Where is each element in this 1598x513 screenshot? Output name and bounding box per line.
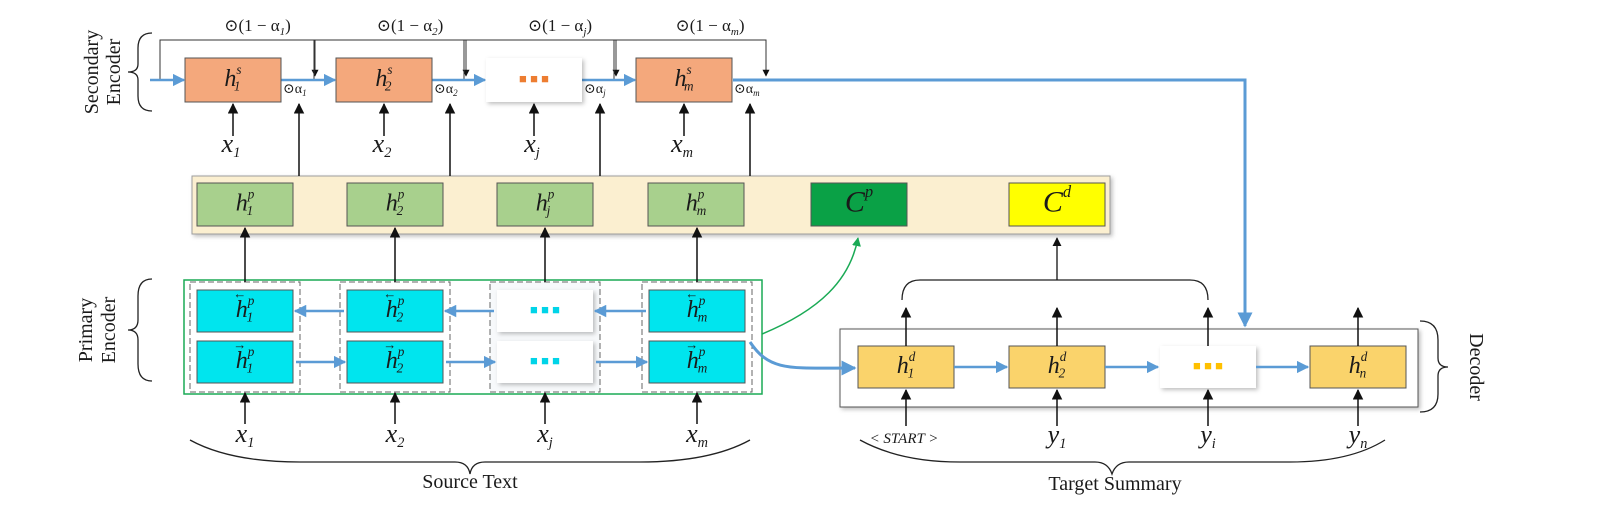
decoder-start-token: < START > [870, 431, 939, 447]
gate-complement-label: ⊙(1 − αj) [528, 16, 592, 38]
primary-state-1 [196, 182, 294, 227]
backward-cell-1 [196, 289, 294, 333]
direction-arrow-accent: ← [685, 286, 698, 301]
direction-arrow-accent: → [383, 337, 396, 352]
bilstm-ellipsis: ■ ■ ■ [530, 353, 560, 368]
decoder-label: Decoder [1419, 320, 1487, 413]
decoder-input-label: yi [1197, 420, 1216, 452]
gate-alpha-label: ⊙α2 [434, 82, 458, 98]
backward-cell-m [648, 289, 746, 333]
primary-input-label: xj [536, 419, 553, 451]
target-summary-brace [859, 439, 1386, 477]
primary-encoder-label-line1: Primary [75, 298, 97, 362]
backward-cell-2 [346, 289, 444, 333]
arrow-encoder-to-decoder [748, 341, 857, 376]
gate-complement-label: ⊙(1 − α2) [377, 16, 444, 38]
bilstm-ellipsis-cell [497, 341, 593, 383]
decoder-brace [1419, 320, 1449, 413]
gate-bypass-lines [159, 39, 770, 80]
decoder-ellipsis: ■ ■ ■ [1193, 358, 1223, 373]
arrow-to-primary-context [761, 237, 861, 335]
decoder-input-label: yn [1346, 420, 1368, 452]
secondary-cell-1 [184, 57, 282, 103]
forward-cell-m [648, 340, 746, 384]
decoder-input-label: y1 [1045, 420, 1067, 452]
bilstm-ellipsis-cell [497, 290, 593, 332]
secondary-input-label: xj [523, 129, 540, 161]
secondary-encoder-label: Secondary Encoder [81, 30, 153, 114]
decoder-ellipsis-cell [1160, 346, 1256, 388]
secondary-input-label: x1 [221, 129, 241, 161]
arrow-secondary-to-decoder [733, 78, 1253, 328]
source-text-caption: Source Text [422, 471, 518, 493]
secondary-ellipsis: ■ ■ ■ [519, 71, 549, 86]
primary-encoder-label: Primary Encoder [75, 278, 153, 382]
primary-input-label: x1 [235, 419, 255, 451]
primary-encoder-brace [127, 278, 153, 382]
direction-arrow-accent: → [233, 337, 246, 352]
gate-complement-label: ⊙(1 − αm) [675, 16, 744, 38]
decoder-label-text: Decoder [1465, 333, 1487, 401]
gate-complement-label: ⊙(1 − α1) [224, 16, 291, 38]
gate-bypass-line [613, 39, 770, 80]
context-p [810, 182, 908, 227]
target-summary-caption: Target Summary [1048, 473, 1181, 495]
secondary-cell-2 [335, 57, 433, 103]
context-label: Cp [845, 182, 873, 219]
forward-cell-2 [346, 340, 444, 384]
gate-alpha-label: ⊙α1 [283, 82, 307, 98]
gate-bypass-line [313, 39, 470, 80]
gate-bypass-line [159, 39, 319, 80]
secondary-encoder-label-line2: Encoder [103, 38, 125, 105]
secondary-input-label: xm [670, 129, 693, 161]
direction-arrow-accent: → [685, 337, 698, 352]
context-d [1008, 182, 1106, 227]
primary-state-m [647, 182, 745, 227]
primary-encoder-frame [183, 279, 763, 395]
direction-arrow-accent: ← [383, 286, 396, 301]
primary-state-j [496, 182, 594, 227]
primary-state-2 [346, 182, 444, 227]
secondary-input-label: x2 [372, 129, 392, 161]
decoder-cell-n [1309, 345, 1407, 389]
forward-cell-1 [196, 340, 294, 384]
gate-alpha-label: ⊙αm [734, 82, 760, 98]
primary-input-label: xm [685, 419, 708, 451]
source-text-brace [189, 439, 751, 475]
secondary-cell-ellipsis [486, 58, 582, 102]
secondary-encoder-label-line1: Secondary [81, 30, 103, 114]
secondary-encoder-brace [127, 32, 153, 112]
gate-alpha-label: ⊙αj [584, 82, 606, 98]
primary-input-label: x2 [385, 419, 405, 451]
context-label: Cd [1043, 182, 1072, 219]
bilstm-ellipsis: ■ ■ ■ [530, 302, 560, 317]
decoder-attention-bracket [901, 279, 1209, 301]
primary-encoder-label-line2: Encoder [98, 296, 120, 363]
direction-arrow-accent: ← [233, 286, 246, 301]
secondary-cell-m [635, 57, 733, 103]
gate-bypass-line [463, 39, 620, 80]
